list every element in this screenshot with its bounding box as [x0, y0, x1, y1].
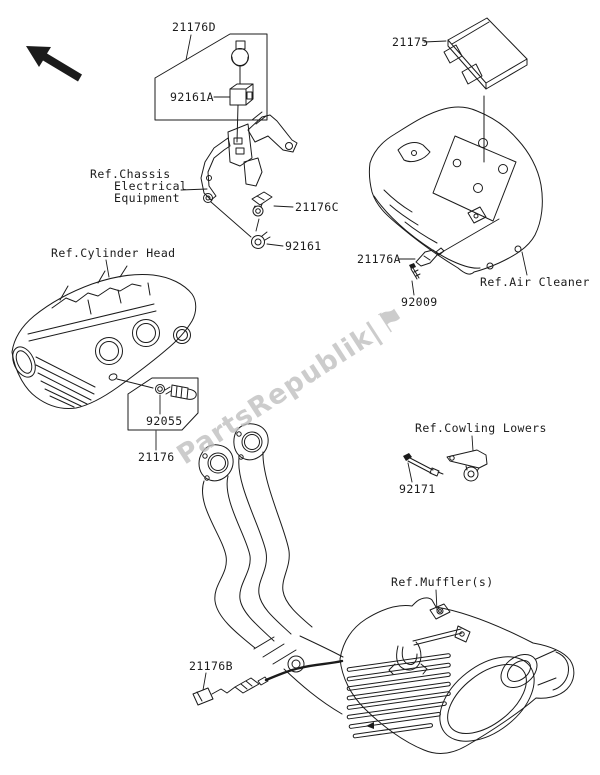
part-number-label-92161a: 92161A	[170, 90, 214, 104]
ref-label-cylinder-head: Ref.Cylinder Head	[51, 246, 176, 260]
ref-label-cowling-lowers: Ref.Cowling Lowers	[415, 421, 547, 435]
sensor-21176a-drawing	[415, 247, 445, 267]
part-number-label-21176: 21176	[138, 450, 175, 464]
cowling-bracket-drawing	[446, 449, 488, 482]
part-number-label-21175: 21175	[392, 35, 429, 49]
sensor-21176d-drawing	[231, 40, 249, 85]
screw-92009-drawing	[409, 263, 421, 280]
enclosure-92055-box	[127, 377, 199, 431]
part-number-label-92161: 92161	[285, 239, 322, 253]
ref-label-chassis-line3: Equipment	[114, 191, 180, 205]
part-number-label-92009: 92009	[401, 295, 438, 309]
chassis-bracket-drawing	[200, 111, 298, 203]
part-number-label-21176b: 21176B	[189, 659, 233, 673]
air-cleaner-drawing	[368, 106, 543, 275]
part-21176d-enclosure	[154, 33, 268, 121]
part-number-label-92171: 92171	[399, 482, 436, 496]
part-number-label-92055: 92055	[146, 414, 183, 428]
ref-label-chassis-line1: Ref.Chassis	[90, 167, 171, 181]
direction-arrow-icon	[26, 46, 82, 82]
ecu-21175-drawing	[443, 17, 528, 163]
part-number-label-21176d: 21176D	[172, 20, 216, 34]
oring-92055-drawing	[155, 384, 165, 394]
cylinder-head-drawing	[11, 265, 197, 409]
grommet-92161-drawing	[251, 231, 271, 249]
exhaust-pipes-drawing	[202, 451, 313, 665]
ref-label-mufflers: Ref.Muffler(s)	[391, 575, 494, 589]
part-number-label-21176a: 21176A	[357, 252, 401, 266]
sensor-21176c-drawing	[251, 191, 273, 217]
exhaust-flanges-drawing	[198, 423, 269, 482]
muffler-drawing	[283, 597, 575, 754]
water-temp-sensor-21176-drawing	[164, 384, 197, 400]
ref-label-air-cleaner: Ref.Air Cleaner	[480, 275, 590, 289]
part-number-label-21176c: 21176C	[295, 200, 339, 214]
bolt-92171-drawing	[403, 453, 444, 477]
connector-92161a-drawing	[229, 83, 254, 143]
leader-lines	[105, 34, 528, 691]
ref-label-chassis-line2: Electrical	[114, 179, 188, 193]
